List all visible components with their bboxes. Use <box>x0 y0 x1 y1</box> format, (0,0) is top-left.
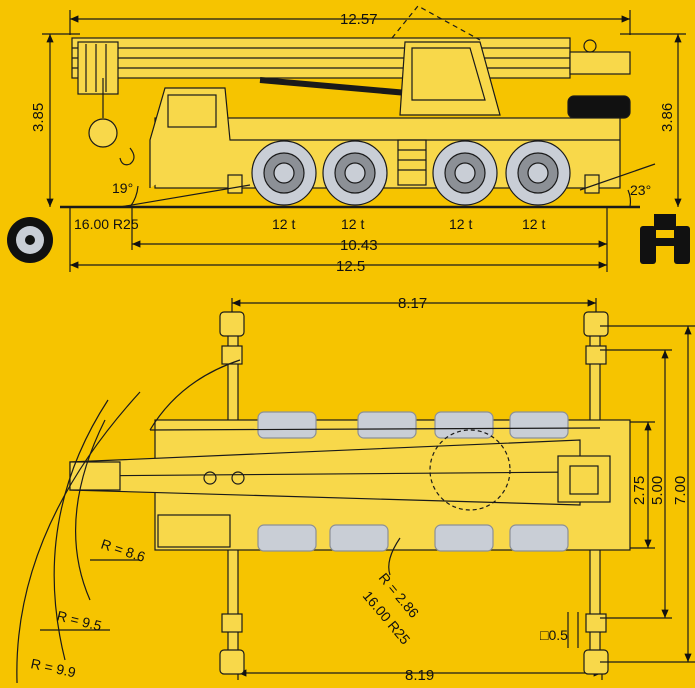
label-approach-angle: 19° <box>112 180 133 196</box>
wheels <box>251 140 571 206</box>
label-height-right: 3.86 <box>659 103 676 132</box>
label-pad-size: □0.5 <box>540 627 568 643</box>
label-wheelbase-span: 10.43 <box>340 237 378 254</box>
label-outrigger-rear: 8.19 <box>405 667 434 683</box>
label-axle-load: 12 t <box>272 216 295 232</box>
label-width-extended: 7.00 <box>672 476 689 505</box>
label-axle-load: 12 t <box>449 216 472 232</box>
tire-front-icon <box>7 217 53 263</box>
driver-cab <box>149 87 231 188</box>
axle-end-view-icon <box>640 214 690 264</box>
wheel <box>322 140 388 206</box>
label-overall-length: 12.57 <box>340 11 378 28</box>
label-outrigger-front: 8.17 <box>398 295 427 312</box>
hook-block <box>88 118 118 148</box>
outrigger-pads <box>219 311 609 675</box>
top-view <box>16 298 695 688</box>
label-axle-load: 12 t <box>522 216 545 232</box>
counterweight <box>569 51 631 75</box>
wheel <box>432 140 498 206</box>
tires-top <box>257 411 569 552</box>
turntable <box>429 429 511 511</box>
wheel <box>505 140 571 206</box>
outrigger-beam <box>227 539 239 661</box>
side-view <box>42 5 686 272</box>
label-radius-3: R = 9.9 <box>29 655 77 680</box>
side-view-labels: 12.57 3.85 3.86 19° 23° 16.00 R25 12 t 1… <box>30 11 676 275</box>
label-width-inner: 2.75 <box>631 476 648 505</box>
label-width-retracted: 5.00 <box>649 476 666 505</box>
label-axle-load: 12 t <box>341 216 364 232</box>
label-vehicle-length: 12.5 <box>336 258 365 275</box>
wheel <box>251 140 317 206</box>
label-departure-angle: 23° <box>630 182 651 198</box>
outrigger-beam <box>589 539 601 661</box>
label-height-left: 3.85 <box>30 103 47 132</box>
label-tire-spec: 16.00 R25 <box>74 216 139 232</box>
cab-top <box>557 455 611 503</box>
crane-cab <box>399 41 501 116</box>
